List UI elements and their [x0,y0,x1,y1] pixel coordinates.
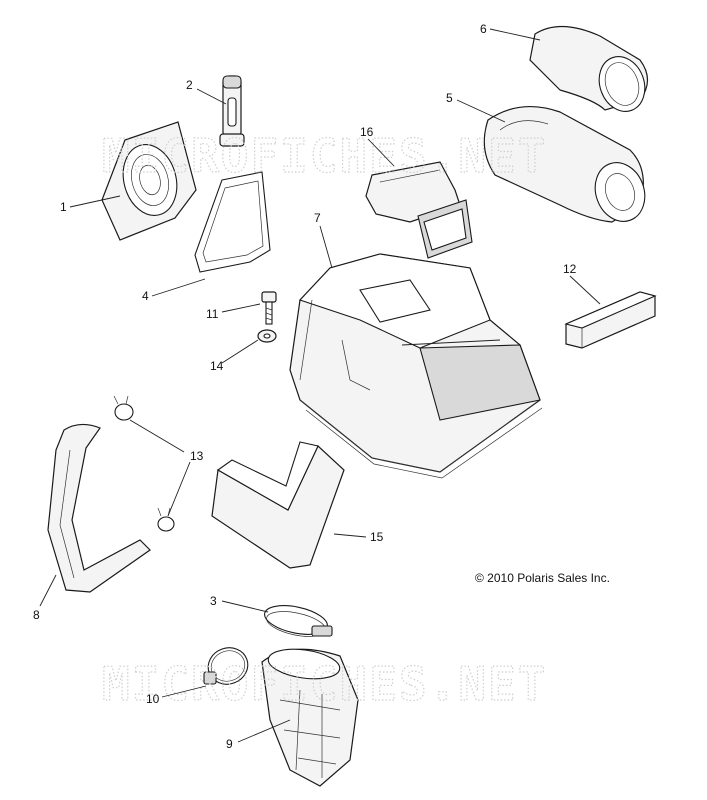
part-16-inlet-duct [365,161,473,259]
leader-14 [221,339,259,364]
leader-lines [39,28,601,743]
callout-3: 3 [210,594,217,608]
part-8-drain-hose [47,423,151,593]
callout-labels: 1 2 3 4 5 6 7 8 9 10 11 12 13 14 15 16 [33,22,577,751]
part-6-prefilter-sleeve [529,25,649,112]
leader-9 [237,719,291,743]
part-11-bolt [261,291,277,325]
callout-2: 2 [186,78,193,92]
callout-14: 14 [210,359,224,373]
callout-7: 7 [314,211,321,225]
part-14-washer [257,329,277,343]
part-1-intake-adapter [101,121,197,241]
callout-4: 4 [142,289,149,303]
part-5-air-filter [483,106,646,223]
callout-1: 1 [60,200,67,214]
part-3-hose-clamp [264,605,333,637]
leader-11 [221,303,261,313]
leader-10 [161,685,207,698]
part-7-airbox-housing [289,253,543,479]
callout-8: 8 [33,608,40,622]
part-2-strap [219,75,245,147]
callout-12: 12 [563,262,577,276]
callout-16: 16 [360,125,374,139]
leader-12 [569,275,601,305]
part-9-intake-boot [261,648,359,787]
callout-10: 10 [146,692,160,706]
callout-15: 15 [370,530,384,544]
leader-13a [129,419,185,453]
part-13-hose-clamps [113,395,175,532]
callout-13: 13 [190,449,204,463]
leader-16 [367,138,395,167]
callout-6: 6 [480,22,487,36]
part-4-gasket [194,171,271,273]
callout-11: 11 [206,307,219,321]
leader-2 [196,88,227,105]
leader-5 [456,99,506,123]
leader-3 [221,600,269,613]
leader-7 [319,225,333,269]
leader-15 [333,533,367,538]
watermark-top: MICROFICHES.NET [102,129,547,183]
leader-8 [39,574,57,607]
callout-9: 9 [226,737,233,751]
part-15-foam-v [211,441,345,569]
leader-4 [151,278,206,297]
copyright-text: © 2010 Polaris Sales Inc. [475,571,610,585]
leader-13b [167,461,191,517]
leader-7b [401,339,501,346]
callout-5: 5 [446,91,453,105]
leader-6 [489,28,541,41]
leader-1 [69,195,121,208]
watermark-bottom: MICROFICHES.NET [102,657,547,711]
part-12-foam-block [564,291,657,349]
part-10-small-clamp [203,647,249,685]
